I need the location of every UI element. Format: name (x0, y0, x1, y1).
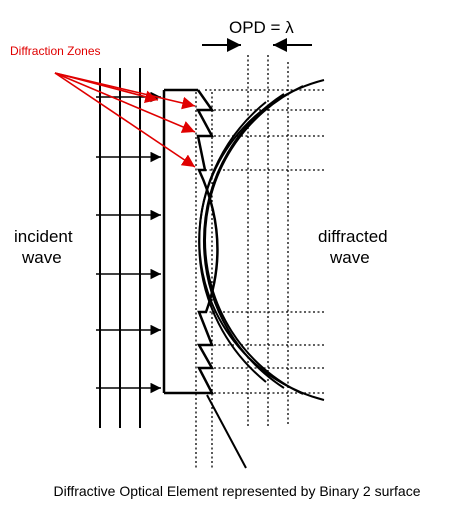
dotted-grid-vertical (195, 55, 289, 468)
incident-wavefronts (99, 68, 141, 428)
diffraction-zone-pointers (54, 72, 196, 168)
diffractive-surface-profile (195, 89, 219, 395)
opd-label: OPD = λ (229, 18, 294, 37)
diffracted-wavefronts (198, 79, 325, 401)
incident-rays (96, 91, 161, 394)
diffracted-wave-label-line2: wave (329, 248, 370, 267)
incident-wave-label-line2: wave (21, 248, 62, 267)
diagram-caption: Diffractive Optical Element represented … (53, 483, 420, 499)
dotted-grid-horizontal (205, 89, 324, 394)
doe-substrate (162, 88, 198, 395)
diffraction-zones-label: Diffraction Zones (10, 44, 101, 58)
incident-wave-label-line1: incident (14, 227, 73, 246)
diffracted-wave-label-line1: diffracted (318, 227, 388, 246)
caption-pointer-line (206, 394, 247, 469)
